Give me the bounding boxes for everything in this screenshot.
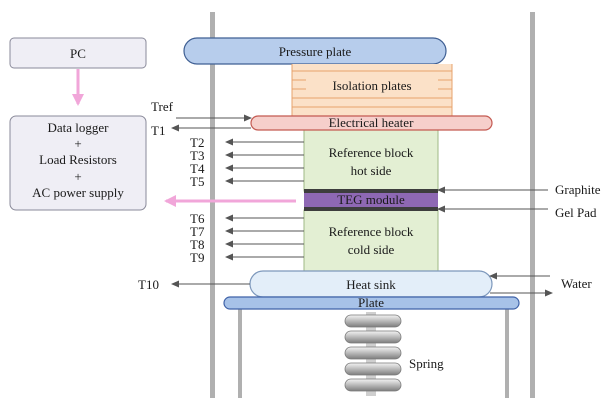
pc-box: PC	[9, 37, 147, 69]
ref-hot-label-2: hot side	[351, 163, 392, 178]
electrical-heater: Electrical heater	[250, 115, 493, 131]
support-rod-right	[530, 12, 535, 398]
graphite-layer-top	[304, 189, 438, 193]
teg-module-label: TEG module	[337, 192, 405, 207]
isolation-plates-label: Isolation plates	[332, 78, 411, 93]
label-graphite: Graphite	[555, 182, 601, 197]
spring	[344, 312, 402, 396]
isolation-plates: Isolation plates	[291, 64, 453, 116]
heat-sink-label: Heat sink	[346, 277, 396, 292]
logger-line-ac-power: AC power supply	[32, 185, 124, 200]
logger-plus-2: +	[74, 169, 81, 184]
label-t9: T9	[190, 250, 204, 265]
reference-block-cold	[303, 209, 439, 273]
label-t1: T1	[151, 123, 165, 138]
ref-cold-label-2: cold side	[348, 242, 395, 257]
label-tref: Tref	[151, 99, 174, 114]
heat-sink: Heat sink	[249, 270, 493, 298]
label-t10: T10	[138, 277, 159, 292]
logger-line-load-resistors: Load Resistors	[39, 152, 117, 167]
label-t4: T4	[190, 161, 205, 176]
ref-hot-label-1: Reference block	[329, 145, 414, 160]
pressure-plate-label: Pressure plate	[279, 44, 352, 59]
plate: Plate	[223, 295, 520, 310]
gel-pad-layer	[304, 207, 438, 211]
label-t6: T6	[190, 211, 205, 226]
support-rod-left	[210, 12, 215, 398]
label-water: Water	[561, 276, 592, 291]
plate-label: Plate	[358, 295, 384, 310]
teg-module: TEG module	[304, 192, 438, 207]
label-t2: T2	[190, 135, 204, 150]
support-rod-inner-left	[238, 298, 242, 398]
ref-cold-label-1: Reference block	[329, 224, 414, 239]
label-t7: T7	[190, 224, 205, 239]
logger-line-data-logger: Data logger	[47, 120, 109, 135]
support-rod-inner-right	[505, 298, 509, 398]
pc-label: PC	[70, 46, 86, 61]
label-t3: T3	[190, 148, 204, 163]
pressure-plate: Pressure plate	[183, 37, 447, 65]
reference-block-hot	[303, 128, 439, 192]
logger-plus-1: +	[74, 136, 81, 151]
spring-label: Spring	[409, 356, 444, 371]
data-logger-box: Data logger + Load Resistors + AC power …	[9, 115, 147, 211]
label-t5: T5	[190, 174, 204, 189]
label-gel-pad: Gel Pad	[555, 205, 597, 220]
label-t8: T8	[190, 237, 204, 252]
electrical-heater-label: Electrical heater	[329, 115, 414, 130]
